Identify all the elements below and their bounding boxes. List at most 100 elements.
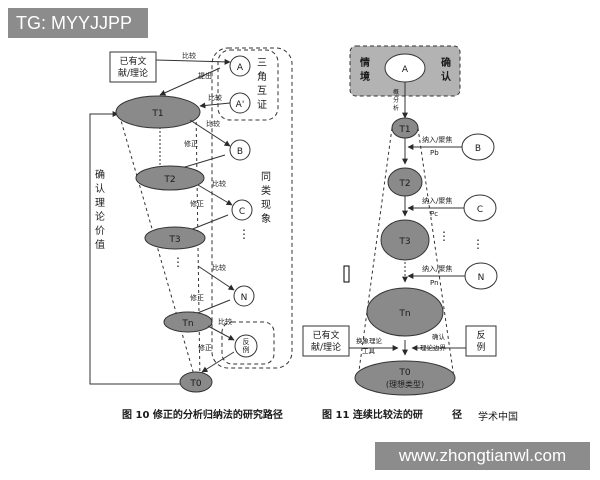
node-c-label: C bbox=[239, 207, 245, 217]
node-b bbox=[229, 139, 251, 161]
svg-text:互: 互 bbox=[257, 85, 267, 97]
edge-t1-b bbox=[189, 119, 231, 147]
edge-literature-a bbox=[155, 58, 231, 65]
label-lit-main: 换象理论 bbox=[356, 336, 383, 345]
node-t0-11-sub: (理想类型) bbox=[386, 379, 424, 389]
node-t0-11 bbox=[354, 360, 456, 396]
svg-text:确: 确 bbox=[95, 168, 105, 181]
label-rev-2: 修正 bbox=[190, 199, 204, 208]
svg-text:析: 析 bbox=[393, 104, 399, 112]
edge-counter-t0 bbox=[201, 351, 235, 373]
node-t2-11-label: T2 bbox=[398, 179, 410, 189]
label-b-main: 纳入/聚焦 bbox=[422, 135, 452, 144]
triangulation-box bbox=[217, 49, 279, 121]
svg-text:论: 论 bbox=[95, 210, 105, 223]
text-cursor-mark bbox=[343, 265, 350, 283]
label-n-main: 纳入/聚焦 bbox=[422, 264, 452, 273]
label-c-main: 纳入/聚焦 bbox=[422, 196, 452, 205]
label-confirm-sub: 理论边界 bbox=[420, 343, 447, 352]
caption-figure-11: 图 11 连续比较法的研 bbox=[322, 408, 423, 421]
figure-11: 情 境 确 认 A 概 分 析 T1 B 纳入/聚焦 Pb bbox=[302, 45, 518, 423]
svg-text:同: 同 bbox=[261, 171, 271, 183]
node-t1-label: T1 bbox=[151, 109, 163, 119]
label-c-sub: Pc bbox=[430, 210, 438, 218]
label-compare-a2: 比较 bbox=[208, 93, 222, 102]
node-t3-label: T3 bbox=[168, 235, 180, 245]
dots-right-11: ⋮ bbox=[472, 237, 484, 251]
dots-mid-11: ⋮ bbox=[438, 229, 450, 243]
node-tn-11-label: Tn bbox=[398, 309, 410, 319]
svg-text:值: 值 bbox=[95, 238, 105, 251]
svg-text:概: 概 bbox=[393, 88, 399, 96]
cone-right-edge-11 bbox=[417, 127, 455, 379]
counter-example-box bbox=[221, 321, 275, 365]
label-cmp-n: 比较 bbox=[212, 263, 226, 272]
node-context-a-label: A bbox=[402, 65, 409, 75]
svg-text:分: 分 bbox=[393, 96, 399, 104]
watermark-banner-bottom: www.zhongtianwl.com bbox=[375, 442, 590, 470]
similar-phenomena-label: 同 类 现 象 bbox=[261, 171, 271, 225]
svg-text:价: 价 bbox=[95, 225, 105, 237]
confirm-value-label: 确 认 理 论 价 值 bbox=[95, 168, 105, 251]
node-t1-11 bbox=[391, 117, 419, 139]
dots-right-10: ⋮ bbox=[238, 227, 250, 241]
literature-box-10-line1: 已有文 bbox=[119, 55, 146, 67]
label-compare-top: 比较 bbox=[182, 51, 196, 60]
label-lift: 提出 bbox=[198, 71, 212, 80]
node-counter-10 bbox=[234, 334, 258, 358]
caption-figure-11-tail: 径 bbox=[452, 408, 462, 421]
svg-text:理: 理 bbox=[95, 197, 105, 209]
node-n-label: N bbox=[241, 293, 248, 303]
label-cmp-counter: 比较 bbox=[218, 317, 232, 326]
literature-box-10-line2: 献/理论 bbox=[118, 67, 148, 79]
svg-text:反: 反 bbox=[243, 337, 250, 346]
node-t3-11-label: T3 bbox=[398, 237, 410, 247]
node-t2-label: T2 bbox=[163, 175, 175, 185]
svg-text:角: 角 bbox=[257, 71, 267, 83]
svg-text:认: 认 bbox=[441, 70, 452, 83]
node-t0-11-label: T0 bbox=[398, 368, 410, 378]
svg-text:情: 情 bbox=[360, 56, 370, 69]
label-b-sub: Pb bbox=[430, 149, 439, 157]
svg-text:类: 类 bbox=[261, 184, 271, 197]
node-c-11-label: C bbox=[477, 205, 483, 215]
node-tn-11 bbox=[366, 287, 444, 337]
svg-text:证: 证 bbox=[257, 99, 267, 111]
literature-box-10 bbox=[109, 51, 157, 83]
edge-a-t1 bbox=[159, 67, 221, 96]
dots-left-10: ⋮ bbox=[172, 255, 184, 269]
label-rev-4: 修正 bbox=[198, 343, 212, 352]
node-a-prime-label: A' bbox=[236, 100, 245, 110]
caption-figure-10: 图 10 修正的分析归纳法的研究路径 bbox=[122, 408, 283, 421]
node-b-11-label: B bbox=[475, 144, 481, 154]
context-right-label: 确 认 bbox=[441, 56, 452, 83]
similar-phenomena-box bbox=[211, 47, 293, 369]
label-rev-1: 修正 bbox=[184, 139, 198, 148]
label-lit-sub: 工具 bbox=[362, 347, 376, 355]
svg-text:献/理论: 献/理论 bbox=[311, 341, 341, 353]
node-tn-label: Tn bbox=[181, 319, 193, 329]
node-a bbox=[229, 55, 251, 77]
cone-left-edge bbox=[117, 109, 197, 383]
svg-text:例: 例 bbox=[476, 341, 485, 353]
node-a-label: A bbox=[237, 63, 244, 73]
edge-tn-counter bbox=[207, 325, 235, 341]
source-watermark: 学术中国 bbox=[478, 410, 518, 423]
node-t3 bbox=[144, 226, 206, 250]
label-cmp-b: 比较 bbox=[206, 119, 220, 128]
watermark-banner-top: TG: MYYJJPP bbox=[8, 8, 148, 38]
svg-text:已有文: 已有文 bbox=[312, 329, 339, 341]
label-rev-3: 修正 bbox=[190, 293, 204, 302]
node-t1 bbox=[115, 95, 201, 129]
label-cmp-c: 比较 bbox=[212, 179, 226, 188]
node-n bbox=[233, 285, 255, 307]
counter-box-11 bbox=[465, 325, 497, 357]
node-t0 bbox=[179, 371, 213, 393]
svg-text:现: 现 bbox=[261, 199, 271, 211]
cone-left-edge-11 bbox=[357, 127, 393, 379]
edge-t3-n bbox=[197, 265, 235, 291]
svg-text:反: 反 bbox=[476, 330, 485, 341]
node-t1-11-label: T1 bbox=[398, 125, 410, 135]
context-left-label: 情 境 bbox=[360, 56, 370, 83]
